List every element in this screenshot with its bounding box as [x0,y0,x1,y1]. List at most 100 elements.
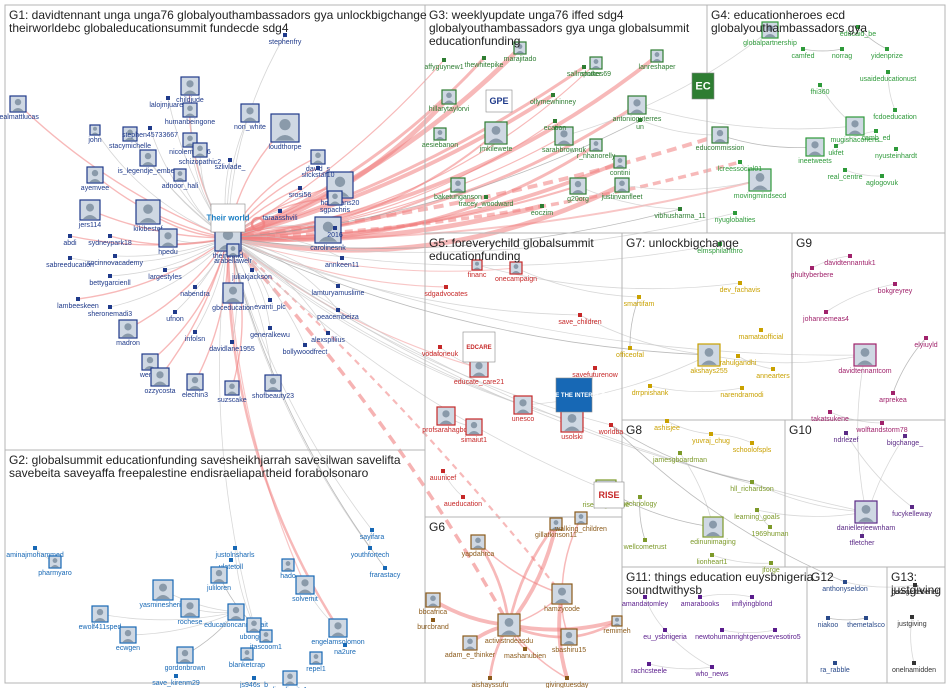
node-aueducation[interactable]: aueducation [444,495,482,508]
node-gordonbrown[interactable]: gordonbrown [165,646,206,672]
node-akshays255[interactable]: akshays255 [690,343,728,375]
node-davidtennantcom[interactable]: davidtennantcom [838,343,892,375]
node-save_kirenm29[interactable]: save_kirenm29 [152,674,200,687]
node-lanreshaper[interactable]: lanreshaper [639,49,677,71]
node-save_children[interactable]: save_children [558,313,602,326]
node-affyguynew1[interactable]: affyguynew1 [424,58,464,71]
node-educationcannotwait[interactable]: educationcannotwait [204,603,268,629]
node-financ[interactable]: financ [468,259,487,279]
node-stephenfry[interactable]: stephenfry [269,33,302,46]
node-yapdahrca[interactable]: yapdahrca [462,534,495,558]
node-baketunganson[interactable]: baketunganson [434,177,482,201]
node-sarahbrownuk[interactable]: sarahbrownuk [542,126,586,154]
node-rahulgandhi[interactable]: rahulgandhi [720,354,757,367]
node-childjude[interactable]: childjude [176,76,204,104]
node-movingmindsecd[interactable]: movingmindsecd [734,168,787,200]
node-hll_richardson[interactable]: hll_richardson [730,480,774,493]
node-jmkilewete[interactable]: jmkilewete [479,121,513,153]
node-livedignity1[interactable]: livedignity1 [273,670,308,688]
node-wellcometrust[interactable]: wellcometrust [623,538,667,551]
node-fhi360[interactable]: fhi360 [810,83,830,96]
node-amandatomley[interactable]: amandatomley [622,595,668,608]
node-usolski[interactable]: usolski [560,409,584,441]
node-lcreessocial01[interactable]: lcreessocial01 [718,160,762,173]
node-ghultyberbere[interactable]: ghultyberbere [791,266,834,279]
node-marajitado[interactable]: marajitado [504,41,537,63]
node-onecampaign[interactable]: onecampaign [495,261,537,283]
node-stacymichelle[interactable]: stacymichelle [109,126,151,150]
node-aesiebanon[interactable]: aesiebanon [422,127,458,149]
ec-logo[interactable]: EC [691,72,715,100]
node-ollymewhinney[interactable]: ollymewhinney [530,93,576,106]
node-madron[interactable]: madron [116,319,140,347]
node-is_legendje_embee[interactable]: is_legendje_embee [118,149,179,175]
node-thewhitepike[interactable]: thewhitepike [465,56,504,69]
gpe-logo[interactable]: GPE [485,89,513,113]
node-js946s_b[interactable]: js946s_b [239,676,268,688]
node-elyiuyld[interactable]: elyiuyld [914,336,938,349]
node-ulatetoll[interactable]: ulatetoll [219,558,244,571]
node-juliakjackson[interactable]: juliakjackson [231,268,272,281]
node-tfletcher[interactable]: tfletcher [850,534,876,547]
node-elmsphilanthro[interactable]: elmsphilanthro [697,242,743,255]
node-lionheart1[interactable]: lionheart1 [697,553,728,566]
node-gillatkinson11[interactable]: gillatkinson11 [535,517,577,539]
node-ufnon[interactable]: ufnon [166,310,184,323]
node-youthfortech[interactable]: youthfortech [351,546,390,559]
node-genovevesotiro5[interactable]: genovevesotiro5 [749,628,801,641]
node-sydneypark18[interactable]: sydneypark18 [88,234,132,247]
node-wendy[interactable]: wendy [139,353,161,379]
node-arabellawelr[interactable]: arabellawelr [214,243,253,265]
node-drrpnishank[interactable]: drrpnishank [632,384,669,397]
node-itascoom1[interactable]: itascoom1 [250,629,282,651]
node-2016[interactable]: 2016 [327,226,343,239]
node-real_centre[interactable]: real_centre [827,168,863,181]
node-humanbeingone[interactable]: humanbeingone [165,102,215,126]
node-elechin3[interactable]: elechin3 [182,373,208,399]
node-fcdoeducation[interactable]: fcdoeducation [873,108,917,121]
node-simaiut1[interactable]: simaiut1 [461,418,487,444]
node-sdgadvocates[interactable]: sdgadvocates [424,285,468,298]
node-norrag[interactable]: norrag [832,47,852,60]
node-onelnamidden[interactable]: onelnamidden [892,661,936,674]
node-bettygarcienll[interactable]: bettygarcienll [89,274,131,287]
node-ineetweets[interactable]: ineetweets [798,137,832,165]
node-gbceducation[interactable]: gbceducation [212,282,254,312]
node-slickstar10[interactable]: slickstar10 [301,166,335,179]
node-annkeen11[interactable]: annkeen11 [325,256,359,269]
node-bokgreyrey[interactable]: bokgreyrey [878,282,913,295]
node-justolnsharls[interactable]: justolnsharls [215,546,255,559]
node-taraasshvili[interactable]: taraasshvili [262,209,298,222]
node-sgpachris[interactable]: sgpachris [320,190,350,214]
node-edinunimaging[interactable]: edinunimaging [690,516,736,546]
node-camfed[interactable]: camfed [792,47,815,60]
node-danielleneewnham[interactable]: danielleneewnham [837,500,896,532]
node-ukfet[interactable]: ukfet [828,144,844,157]
node-blanketcrap[interactable]: blanketcrap [229,647,265,669]
node-justgiving[interactable]: justgiving [896,615,927,628]
node-officeofal[interactable]: officeofal [616,346,644,359]
node-abdi[interactable]: abdi [63,234,77,247]
node-lambeeskeen[interactable]: lambeeskeen [57,297,99,310]
node-alexspillius[interactable]: alexspillius [311,331,345,344]
node-jers114[interactable]: jers114 [78,199,102,229]
node-shofbeauty23[interactable]: shofbeauty23 [252,374,294,400]
node-vodafoneuk[interactable]: vodafoneuk [422,345,459,358]
node-mashanubien[interactable]: mashanubien [504,647,546,660]
node-1969human[interactable]: 1969human [752,525,789,538]
node-ewolf411sped[interactable]: ewolf411sped [79,605,122,631]
node-suzscake[interactable]: suzscake [217,380,247,404]
node-jamesgboardman[interactable]: jamesgboardman [652,451,707,464]
node-na2ure[interactable]: na2ure [334,643,356,656]
node-yidenprize[interactable]: yidenprize [871,47,903,60]
node-bbcafrica[interactable]: bbcafrica [419,592,448,616]
node-ayemvee[interactable]: ayemvee [81,166,110,192]
node-ubongotz[interactable]: ubongotz [240,617,269,641]
node-anthonyseldon[interactable]: anthonyseldon [822,580,868,593]
node-realmattlucas[interactable]: realmattlucas [0,95,39,121]
node-kikibestof[interactable]: kikibestof [133,199,163,233]
node-walking_children[interactable]: walking_children [554,511,607,533]
node-hamzycode[interactable]: hamzycode [544,583,580,613]
node-hillarytaylorvi[interactable]: hillarytaylorvi [429,89,470,113]
node-wolftandstorm78[interactable]: wolftandstorm78 [855,421,908,434]
